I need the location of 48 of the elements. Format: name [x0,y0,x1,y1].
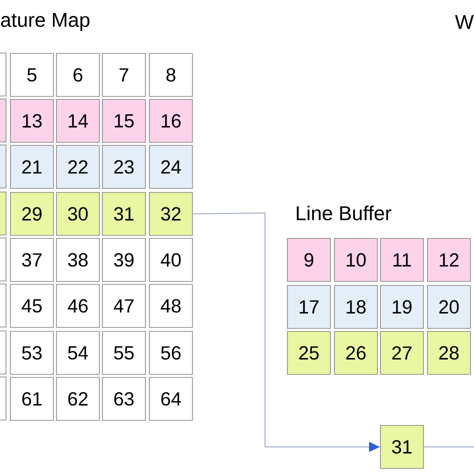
number-cell: 56 [149,331,193,375]
number-cell: 64 [149,377,193,421]
number-cell: 24 [149,145,193,189]
number-cell: 14 [56,99,100,143]
number-cell: 55 [102,331,146,375]
number-cell: 15 [102,99,146,143]
number-cell: 27 [380,331,424,375]
number-cell: 20 [427,285,471,329]
number-cell: 8 [149,53,193,97]
number-cell: 9 [287,238,331,282]
number-cell: 6 [56,53,100,97]
number-cell: 48 [149,284,193,328]
heading: Line Buffer [296,206,392,220]
number-cell: 63 [102,377,146,421]
number-cell: 23 [102,145,146,189]
number-cell: 32 [149,192,193,236]
number-cell: 62 [56,377,100,421]
number-cell: 45 [10,284,54,328]
number-cell: 10 [334,238,378,282]
number-cell: 7 [102,53,146,97]
number-cell: 31 [102,192,146,236]
number-cell: 19 [380,285,424,329]
number-cell: 21 [10,145,54,189]
number-cell: 5 [10,53,54,97]
number-cell: 18 [334,285,378,329]
number-cell: 17 [287,285,331,329]
number-cell: 12 [427,238,471,282]
number-cell: 13 [10,99,54,143]
heading: ature Map [1,13,90,31]
number-cell: 46 [56,284,100,328]
number-cell: 11 [380,238,424,282]
heading: W [455,15,474,29]
number-cell: 26 [334,331,378,375]
number-cell: 25 [287,331,331,375]
number-cell: 16 [149,99,193,143]
number-cell: 54 [56,331,100,375]
number-cell: 47 [102,284,146,328]
number-cell: 28 [427,331,471,375]
number-cell: 39 [102,238,146,282]
number-cell: 22 [56,145,100,189]
number-cell: 31 [380,425,424,469]
number-cell: 37 [10,238,54,282]
number-cell: 53 [10,331,54,375]
number-cell: 40 [149,238,193,282]
number-cell: 29 [10,192,54,236]
number-cell: 30 [56,192,100,236]
number-cell: 61 [10,377,54,421]
number-cell: 38 [56,238,100,282]
